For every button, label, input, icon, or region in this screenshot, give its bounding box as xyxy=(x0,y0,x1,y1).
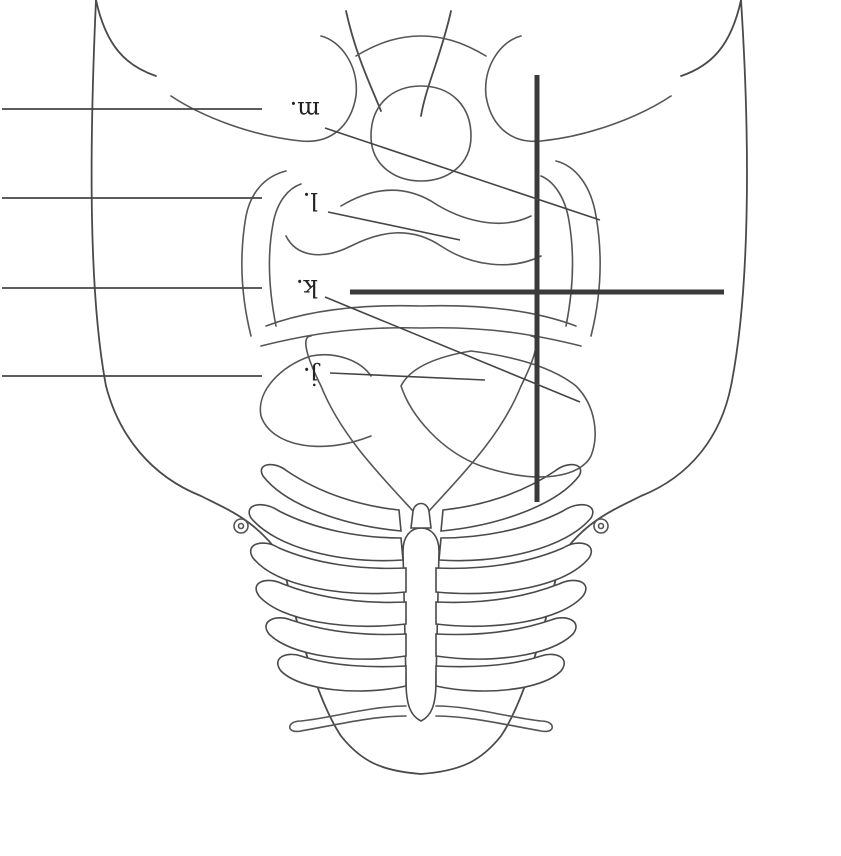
hip-outline xyxy=(96,0,741,76)
clavicle-right xyxy=(290,706,406,731)
nipple-left xyxy=(594,519,608,533)
pelvis-right xyxy=(171,36,356,141)
small-intestine xyxy=(286,190,541,265)
clavicle-left xyxy=(436,706,552,731)
rib-cage xyxy=(234,336,608,731)
torso-outline xyxy=(92,0,747,556)
anatomy-drawing xyxy=(92,0,747,774)
rib-left-1 xyxy=(436,654,564,691)
leader-m xyxy=(325,128,600,220)
pelvis-left xyxy=(486,36,671,141)
descending-colon xyxy=(242,171,301,336)
transverse-colon xyxy=(261,306,581,346)
rib-right-1 xyxy=(278,654,406,691)
label-k: k. xyxy=(296,274,318,302)
nipple-right-center xyxy=(239,524,244,529)
abdominal-organs xyxy=(171,36,671,477)
sternum xyxy=(403,528,439,721)
pubic-symphysis xyxy=(356,36,486,56)
xiphoid xyxy=(411,504,431,529)
leader-j xyxy=(330,373,485,380)
ascending-colon xyxy=(541,161,600,336)
bladder xyxy=(371,86,471,181)
leader-k xyxy=(325,297,580,402)
label-j: j. xyxy=(303,362,321,390)
nipple-right xyxy=(234,519,248,533)
liver xyxy=(401,351,595,477)
leader-l xyxy=(328,212,460,240)
label-l: l. xyxy=(303,187,318,215)
nipple-left-center xyxy=(599,524,604,529)
costal-margin-right xyxy=(306,336,413,511)
label-m: m. xyxy=(290,96,320,124)
